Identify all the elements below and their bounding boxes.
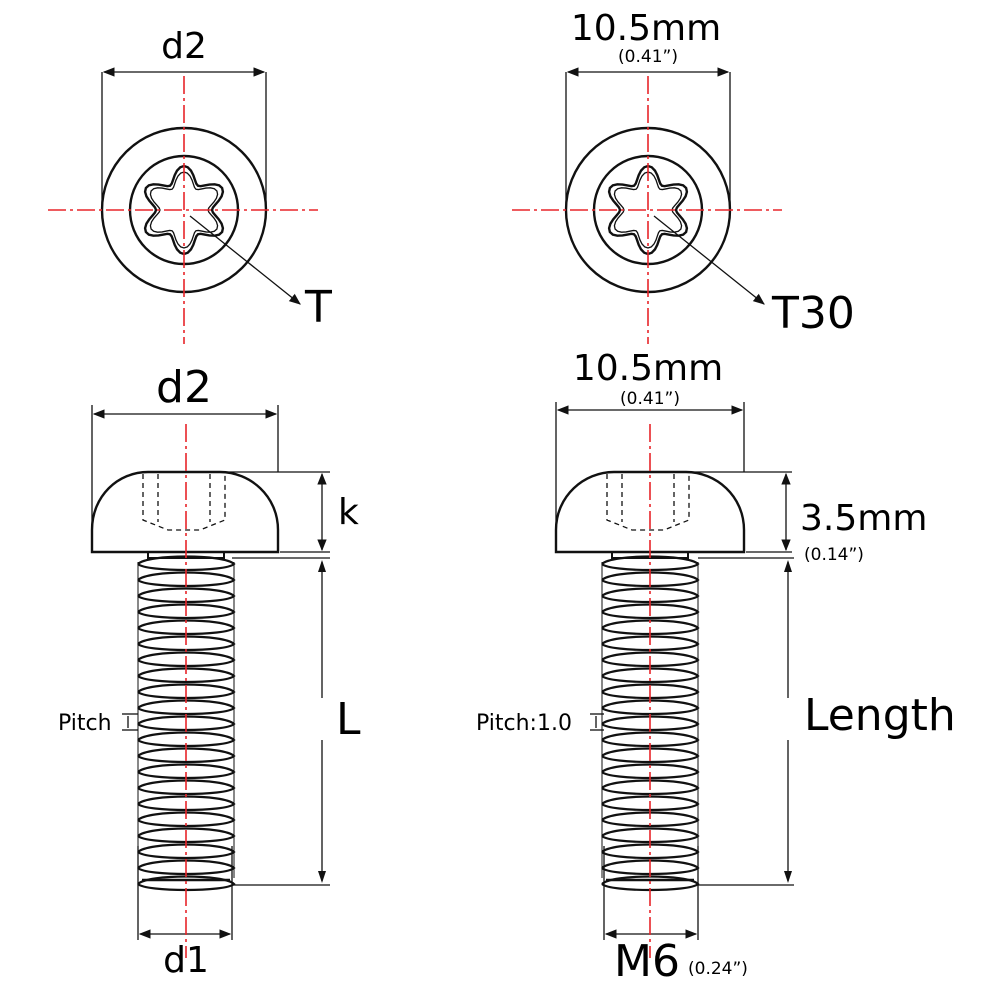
drive-leader-arrow (653, 215, 765, 305)
thread-value: M6 (614, 936, 680, 987)
recess-hidden-lines (142, 474, 226, 531)
arrowhead (784, 871, 792, 883)
length-label: Length (804, 690, 956, 741)
head-height-inch: (0.14”) (804, 545, 864, 565)
length-label: L (336, 694, 361, 745)
k-label: k (338, 492, 359, 533)
drive-label: T (304, 282, 332, 333)
right-side-view: 10.5mm (0.41”) 3.5mm (0.14”) Length Pitc… (476, 348, 956, 987)
threaded-shank (137, 551, 236, 892)
diameter-value: 10.5mm (571, 8, 721, 49)
diameter-inch: (0.41”) (618, 47, 678, 67)
drive-value: T30 (771, 288, 855, 339)
arrowhead (318, 560, 326, 572)
drive-leader-arrow (189, 215, 301, 305)
right-top-view: 10.5mm (0.41”) T30 (512, 8, 855, 344)
torx-inner-outline (149, 171, 219, 249)
pitch-value: Pitch:1.0 (476, 711, 572, 736)
pitch-label: Pitch (58, 711, 112, 736)
thread-inch: (0.24”) (688, 959, 748, 979)
recess-hidden-lines (606, 474, 690, 531)
head-height-value: 3.5mm (800, 498, 927, 539)
arrowhead (784, 560, 792, 572)
diameter-value: 10.5mm (573, 348, 723, 389)
left-top-view: d2 T (48, 26, 332, 344)
diameter-inch: (0.41”) (620, 389, 680, 409)
d2-label: d2 (161, 26, 207, 67)
screw-head (90, 470, 280, 554)
torx-inner-outline (613, 171, 683, 249)
thread-crest (137, 875, 236, 892)
arrowhead (318, 871, 326, 883)
d2-label: d2 (156, 362, 212, 413)
left-side-view: d2 k L Pitch d1 (58, 362, 361, 981)
